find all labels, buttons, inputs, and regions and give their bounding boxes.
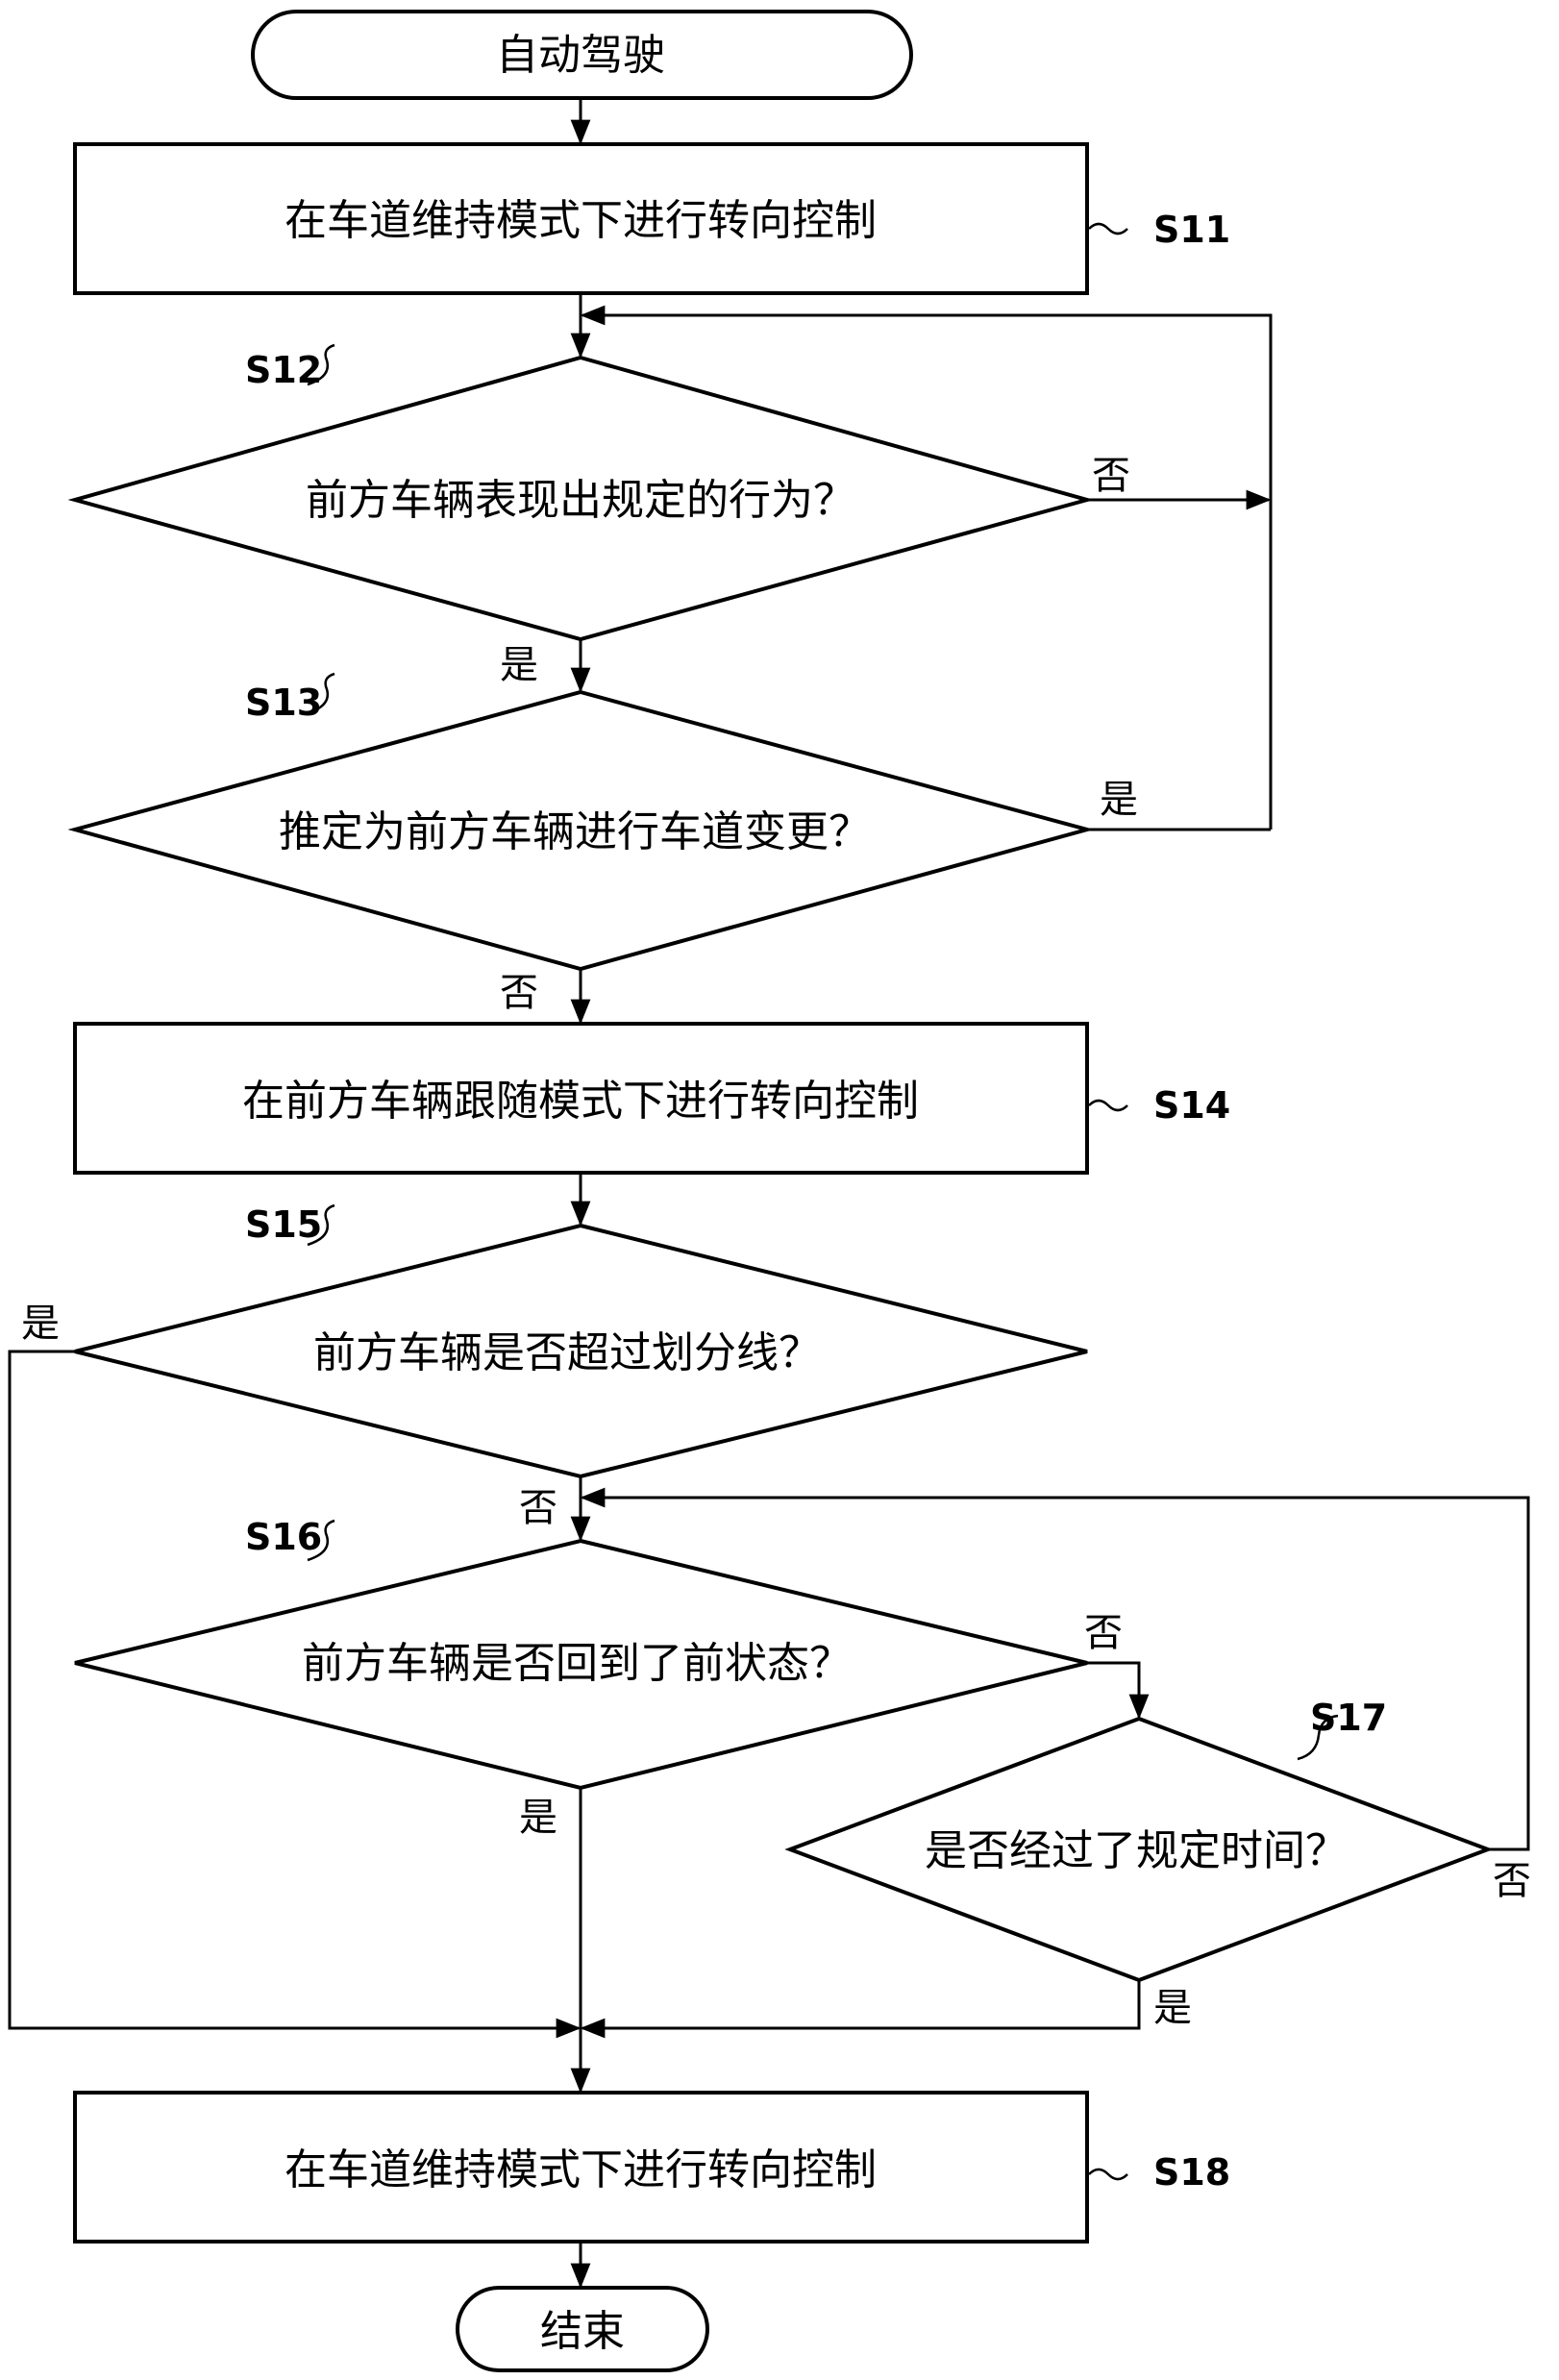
s17-yes-label: 是: [1153, 1986, 1192, 2030]
end-label: 结束: [540, 2307, 625, 2356]
connector-s16-no: [1087, 1661, 1150, 1720]
s16-leader: [307, 1519, 335, 1562]
s18-leader: [1088, 2168, 1128, 2181]
s18-label: 在车道维持模式下进行转向控制: [285, 2145, 877, 2194]
s12-label: 前方车辆表现出规定的行为？: [306, 476, 855, 525]
s11-step-number: S11: [1153, 209, 1230, 251]
s15-label: 前方车辆是否超过划分线？: [313, 1328, 821, 1377]
s12-yes-label: 是: [500, 643, 538, 687]
s15-leader: [307, 1203, 335, 1247]
s17-label: 是否经过了规定时间？: [925, 1826, 1348, 1875]
s16-step-number: S16: [245, 1516, 322, 1558]
s12-no-label: 否: [1092, 454, 1130, 498]
s12-leader: [307, 343, 335, 386]
s14-step-number: S14: [1153, 1084, 1230, 1127]
connector-s17-no-loop: [580, 1487, 1530, 1851]
s16-no-label: 否: [1084, 1611, 1123, 1655]
s13-label: 推定为前方车辆进行车道变更？: [279, 807, 871, 856]
s14-process-box: [73, 1022, 1089, 1175]
connector-s17-yes: [580, 1980, 1141, 2039]
s15-yes-label: 是: [21, 1302, 60, 1346]
s12-step-number: S12: [245, 349, 322, 391]
s13-leader: [307, 672, 335, 715]
s15-step-number: S15: [245, 1203, 322, 1246]
s11-label: 在车道维持模式下进行转向控制: [285, 196, 877, 245]
s13-yes-label: 是: [1100, 778, 1138, 822]
s17-no-label: 否: [1493, 1859, 1531, 1903]
s18-step-number: S18: [1153, 2151, 1230, 2194]
s17-leader: [1297, 1714, 1339, 1761]
s11-process-box: [73, 142, 1089, 295]
s11-leader: [1088, 222, 1128, 236]
s15-no-label: 否: [519, 1486, 557, 1530]
s17-step-number: S17: [1310, 1697, 1387, 1739]
s13-step-number: S13: [245, 682, 322, 724]
connector-loop-to-s12: [580, 305, 1273, 830]
s16-yes-label: 是: [519, 1796, 557, 1840]
s14-leader: [1088, 1099, 1128, 1112]
s16-label: 前方车辆是否回到了前状态？: [302, 1639, 852, 1688]
s14-label: 在前方车辆跟随模式下进行转向控制: [242, 1077, 919, 1126]
s13-no-label: 否: [500, 971, 538, 1015]
connector-s15-yes: [8, 1350, 582, 2039]
start-label: 自动驾驶: [496, 31, 665, 80]
